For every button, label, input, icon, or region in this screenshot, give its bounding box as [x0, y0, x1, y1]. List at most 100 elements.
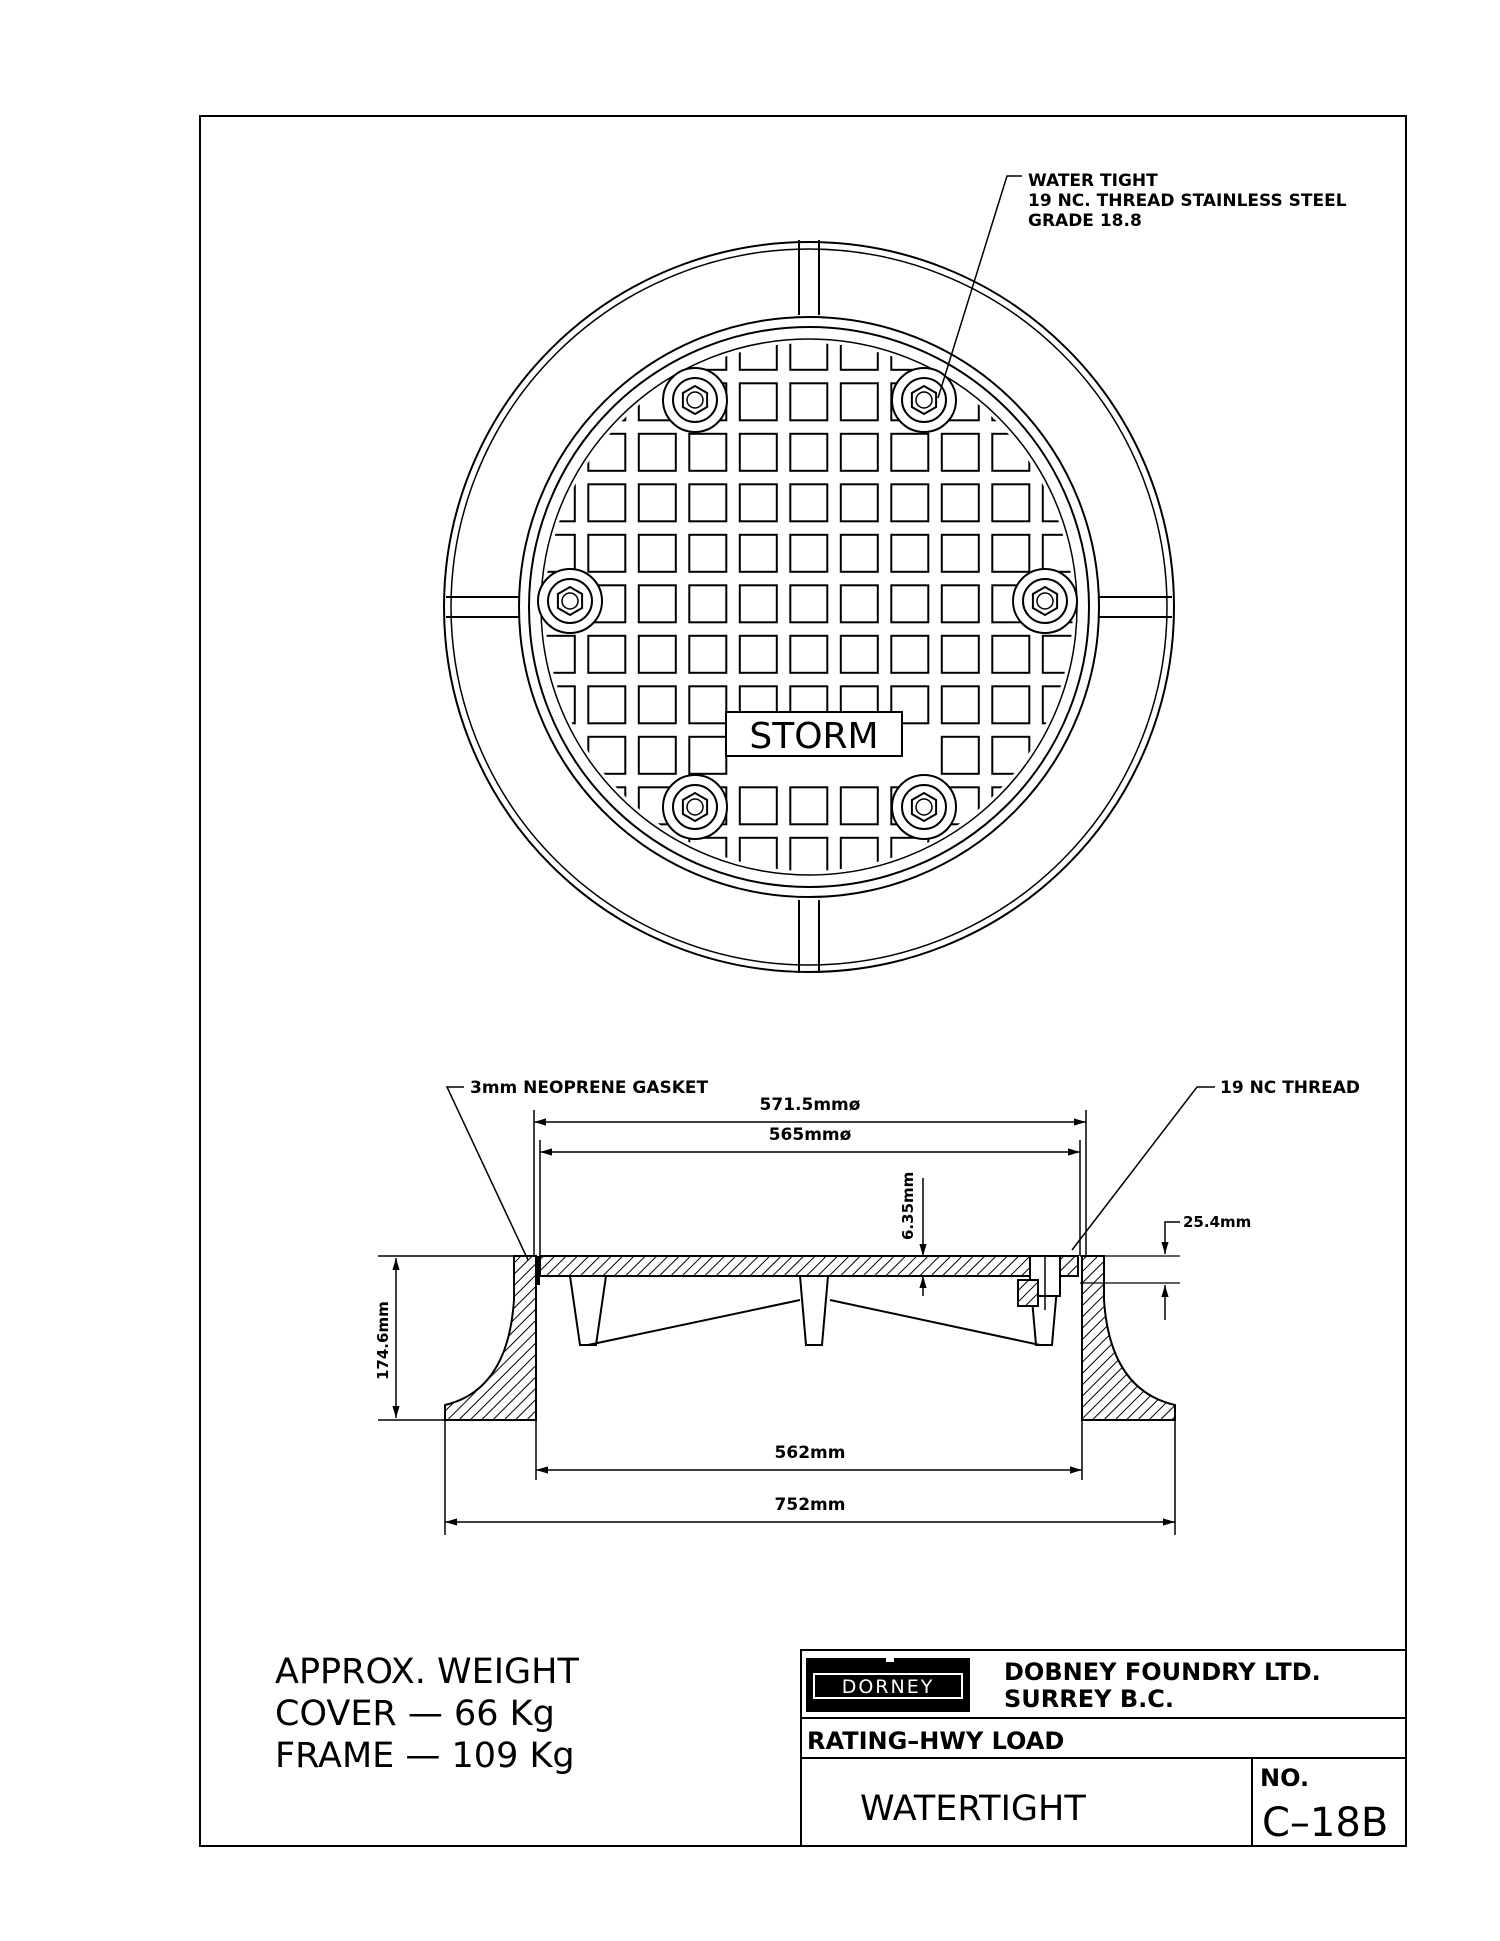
grate-square [891, 888, 928, 925]
grate-square [688, 685, 728, 725]
grate-square [740, 282, 777, 319]
frame-seat-ring [518, 316, 1100, 898]
grate-square [545, 533, 576, 573]
grate-square [487, 383, 524, 420]
grate-square [839, 483, 879, 523]
grate-square [689, 888, 726, 925]
grate-square [545, 634, 576, 674]
dim-inner-diameter: 565mmø [769, 1125, 852, 1145]
grate-square [942, 282, 979, 319]
grate-square [841, 282, 878, 319]
bolt-boss [1012, 568, 1078, 634]
dim-base-outer: 752mm [775, 1495, 846, 1515]
grate-square [637, 634, 677, 674]
bolt-boss [662, 774, 728, 840]
grate-square [487, 535, 524, 572]
grate-square [487, 737, 524, 774]
grate-square [689, 282, 726, 319]
cover-ribs [569, 1275, 1059, 1346]
grate-square [738, 382, 778, 422]
frame-right-section [1081, 1255, 1176, 1421]
grate-square [839, 343, 879, 371]
grate-square [992, 282, 1029, 319]
grate-square [487, 787, 524, 824]
grate-square [1041, 343, 1073, 371]
grate-square [1041, 786, 1073, 826]
grate-square [789, 343, 829, 371]
grate-square [839, 382, 879, 422]
grate-square [1093, 333, 1130, 370]
grate-square [991, 786, 1031, 826]
grate-square [738, 343, 778, 371]
sheet-border [199, 115, 1407, 1847]
bolt-callout-leader [937, 175, 1022, 399]
grate-square [545, 685, 576, 725]
grate-square [487, 484, 524, 521]
title-block: DORNEY DOBNEY FOUNDRY LTD. SURREY B.C. R… [800, 1649, 1407, 1847]
grate-square [991, 836, 1031, 871]
grate-square [991, 483, 1031, 523]
grate-square [738, 533, 778, 573]
storm-label-box [725, 711, 903, 757]
gasket-leader [445, 1086, 529, 1261]
drawing-number: C–18B [1262, 1800, 1388, 1846]
bolt-callout-line1: WATER TIGHT [1028, 171, 1158, 191]
grate-square [1093, 636, 1130, 673]
grate-square [688, 634, 728, 674]
grate-square [487, 636, 524, 673]
section-bolt-lug [1017, 1279, 1039, 1307]
grate-square [738, 786, 778, 826]
logo-text: DORNEY [842, 1676, 935, 1698]
grate-square [991, 382, 1031, 422]
grate-square [991, 343, 1031, 371]
grate-square [545, 382, 576, 422]
bolt-boss [891, 367, 957, 433]
grate-square [545, 786, 576, 826]
grate-square [637, 584, 677, 624]
grate-square [839, 634, 879, 674]
grate-square [637, 483, 677, 523]
grate-square [1093, 282, 1130, 319]
grate-square [487, 282, 524, 319]
grate-square [940, 533, 980, 573]
grate-square [587, 432, 627, 472]
grate-square [940, 432, 980, 472]
grate-square [940, 735, 980, 775]
frame-left-section [444, 1255, 537, 1421]
grate-square [738, 483, 778, 523]
grate-square [639, 888, 676, 925]
grate-square [1093, 535, 1130, 572]
grate-square [789, 584, 829, 624]
drawing-description: WATERTIGHT [860, 1789, 1086, 1829]
bolt-bosses [537, 367, 1078, 840]
grate-square [738, 836, 778, 871]
grate-square [790, 888, 827, 925]
bolt-boss [891, 774, 957, 840]
grate-square [1093, 737, 1130, 774]
cover-plate-section [539, 1255, 1079, 1277]
grate-square [1043, 888, 1080, 925]
grate-square [940, 483, 980, 523]
grate-square [545, 735, 576, 775]
grate-square [587, 343, 627, 371]
grate-square [789, 634, 829, 674]
grate-square [688, 584, 728, 624]
company-location: SURREY B.C. [1004, 1685, 1174, 1713]
grate-square [545, 343, 576, 371]
bolt-callout-line3: GRADE 18.8 [1028, 211, 1142, 231]
grate-square [790, 282, 827, 319]
dim-lip: 25.4mm [1183, 1213, 1251, 1231]
grate-square [587, 533, 627, 573]
company-logo: DORNEY [806, 1652, 970, 1712]
grate-square [1041, 533, 1073, 573]
grate-square [1041, 735, 1073, 775]
dim-outer-diameter: 571.5mmø [760, 1095, 861, 1115]
gasket-label: 3mm NEOPRENE GASKET [470, 1078, 709, 1098]
grate-square [688, 432, 728, 472]
dim-height: 174.6mm [374, 1301, 392, 1380]
grate-square [839, 533, 879, 573]
thread-label: 19 NC THREAD [1220, 1078, 1360, 1098]
grate-square [890, 634, 930, 674]
bolt-boss [662, 367, 728, 433]
grate-square [1093, 484, 1130, 521]
